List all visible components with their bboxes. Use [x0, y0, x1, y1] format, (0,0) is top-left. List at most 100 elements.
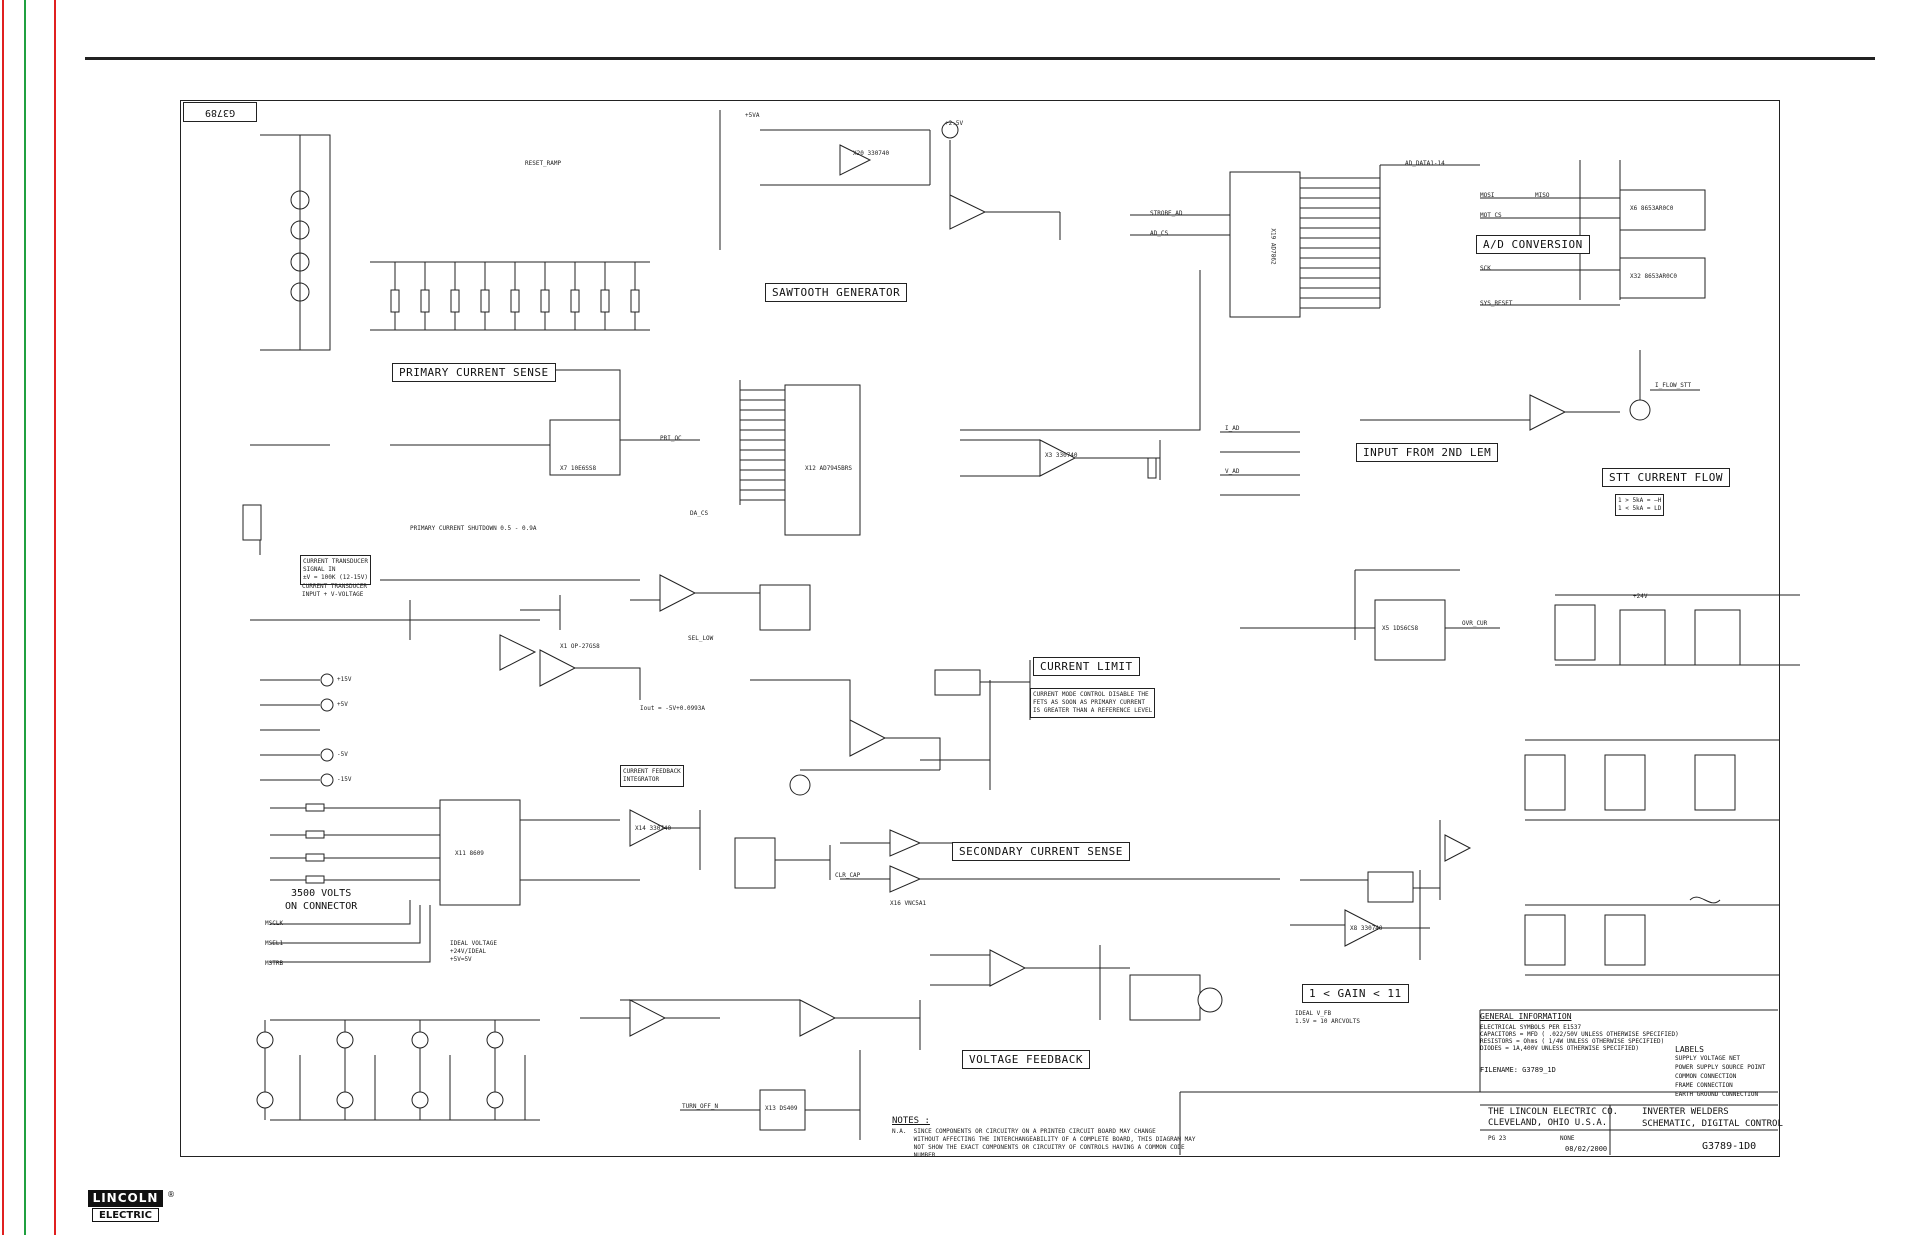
registered-mark: ®: [167, 1190, 175, 1199]
component-x8: X8 330740: [1350, 925, 1383, 932]
ref: X20: [853, 150, 864, 157]
ref: X19: [1269, 228, 1277, 240]
general-information-line-1: ELECTRICAL SYMBOLS PER E1537: [1480, 1024, 1582, 1031]
component-x11: X11 8609: [455, 850, 484, 857]
value: AD7862: [1269, 242, 1277, 265]
signal-v-ad: V_AD: [1225, 468, 1240, 475]
note-stt-scale: 1 > 5kA = —H 1 < 5kA = LD: [1615, 494, 1665, 516]
rail-15v: +15V: [337, 676, 352, 683]
value: 330740: [867, 150, 890, 157]
ref: X6: [1630, 205, 1638, 212]
rail-5va: +5VA: [745, 112, 760, 119]
logo-line-1: LINCOLN: [88, 1190, 163, 1207]
value: VNC5A1: [904, 900, 927, 907]
block-sawtooth-generator: SAWTOOTH GENERATOR: [765, 283, 908, 302]
value: OP-27GS8: [570, 643, 600, 650]
legend-item-supply-voltage: SUPPLY VOLTAGE NET: [1675, 1055, 1741, 1062]
signal-sck: SCK: [1480, 265, 1491, 272]
signal-turn-off-n: TURN_OFF_N: [682, 1103, 719, 1110]
company-name: THE LINCOLN ELECTRIC CO.: [1488, 1107, 1619, 1117]
value: DS409: [779, 1105, 798, 1112]
note-current-transducer-2: CURRENT TRANSDUCER INPUT + V-VOLTAGE: [302, 583, 368, 598]
drawing-number: G3789-1D0: [1702, 1141, 1757, 1152]
title-block: THE LINCOLN ELECTRIC CO. CLEVELAND, OHIO…: [1480, 1093, 1783, 1155]
filename: FILENAME: G3789_1D: [1480, 1066, 1556, 1074]
signal-msclk: MSCLK: [265, 920, 284, 927]
block-ad-conversion: A/D CONVERSION: [1476, 235, 1590, 254]
note-current-transducer-1: CURRENT TRANSDUCER SIGNAL IN ±V = 100K (…: [300, 555, 372, 585]
equip-type: INVERTER WELDERS: [1642, 1107, 1729, 1117]
value: 330740: [649, 825, 672, 832]
ref: X7: [560, 465, 568, 472]
ref: X32: [1630, 273, 1641, 280]
schematic-sheet: [180, 100, 1780, 1157]
legend-item-frame: FRAME CONNECTION: [1675, 1082, 1733, 1089]
sheet-number: PG 23: [1488, 1135, 1507, 1142]
component-x16: X16 VNC5A1: [890, 900, 926, 907]
left-red-margin-line-2: [54, 0, 56, 1235]
subject: SCHEMATIC, DIGITAL CONTROL: [1642, 1119, 1783, 1129]
note-ideal-vfb: IDEAL V_FB 1.5V = 10 ARCVOLTS: [1295, 1010, 1361, 1025]
signal-mosi: MOSI: [1480, 192, 1495, 199]
legend-item-common: COMMON CONNECTION: [1675, 1073, 1737, 1080]
block-primary-current-sense: PRIMARY CURRENT SENSE: [392, 363, 556, 382]
signal-i-flow-stt: I_FLOW_STT: [1655, 382, 1692, 389]
rail-neg15v: -15V: [337, 776, 352, 783]
value: AD7945BRS: [819, 465, 852, 472]
component-x6: X6 8653AR0C0: [1630, 205, 1673, 212]
component-x13: X13 DS409: [765, 1105, 798, 1112]
value: 10E6SS8: [570, 465, 597, 472]
left-green-margin-line: [24, 0, 26, 1235]
block-stt-current-flow: STT CURRENT FLOW: [1602, 468, 1730, 487]
rail-24v: +24V: [1633, 593, 1648, 600]
legend-item-power-supply: POWER SUPPLY SOURCE POINT: [1675, 1064, 1766, 1071]
signal-pri-oc: PRI_OC: [660, 435, 682, 442]
signal-miso: MISO: [1535, 192, 1550, 199]
rail-5v: +5V: [337, 701, 348, 708]
label-3500-volts: 3500 VOLTS ON CONNECTOR: [285, 888, 358, 912]
block-gain-range: 1 < GAIN < 11: [1302, 984, 1409, 1003]
signal-sys-reset: SYS_RESET: [1480, 300, 1513, 307]
value: 330740: [1360, 925, 1383, 932]
legend-item-earth: EARTH GROUND CONNECTION: [1675, 1091, 1759, 1098]
lincoln-electric-logo: LINCOLN ELECTRIC: [88, 1190, 163, 1224]
rail-2-5v: +2.5V: [945, 120, 964, 127]
general-information-line-4: DIODES = 1A,400V UNLESS OTHERWISE SPECIF…: [1480, 1045, 1639, 1052]
signal-ad-cs: AD_CS: [1150, 230, 1169, 237]
block-current-limit: CURRENT LIMIT: [1033, 657, 1140, 676]
left-red-margin-line: [2, 0, 4, 1235]
signal-primary-shutdown: PRIMARY CURRENT SHUTDOWN 0.5 - 0.9A: [410, 525, 537, 532]
ref: X12: [805, 465, 816, 472]
component-x14: X14 330740: [635, 825, 671, 832]
component-x19: X19 AD7862: [1270, 228, 1277, 264]
date: 08/02/2000: [1565, 1145, 1608, 1153]
value: 8653AR0C0: [1640, 205, 1674, 212]
value: 8609: [469, 850, 484, 857]
component-x3: X3 330740: [1045, 452, 1078, 459]
block-secondary-current-sense: SECONDARY CURRENT SENSE: [952, 842, 1130, 861]
ref: X16: [890, 900, 901, 907]
component-x20: X20 330740: [853, 150, 889, 157]
block-voltage-feedback: VOLTAGE FEEDBACK: [962, 1050, 1090, 1069]
signal-mot-cs: MOT_CS: [1480, 212, 1502, 219]
general-information-line-2: CAPACITORS = MFD ( .022/50V UNLESS OTHER…: [1480, 1031, 1679, 1038]
header-rule: [85, 57, 1875, 60]
scale: NONE: [1560, 1135, 1575, 1142]
signal-ad-data: AD_DATA1-14: [1405, 160, 1445, 167]
general-information-line-3: RESISTORS = Ohms ( 1/4W UNLESS OTHERWISE…: [1480, 1038, 1665, 1045]
signal-i-ad: I_AD: [1225, 425, 1240, 432]
signal-da-cs: DA_CS: [690, 510, 709, 517]
value: 330740: [1055, 452, 1078, 459]
block-input-from-2nd-lem: INPUT FROM 2ND LEM: [1356, 443, 1499, 462]
general-information-title: GENERAL INFORMATION: [1480, 1012, 1572, 1021]
component-x5: X5 1DS6CS8: [1382, 625, 1418, 632]
labels-legend-title: LABELS: [1675, 1045, 1704, 1054]
note-current-feedback-integrator: CURRENT FEEDBACK INTEGRATOR: [620, 765, 684, 787]
ref: X14: [635, 825, 646, 832]
ref: X11: [455, 850, 466, 857]
component-x12: X12 AD7945BRS: [805, 465, 852, 472]
component-x1: X1 OP-27GS8: [560, 643, 600, 650]
note-ideal-voltage: IDEAL VOLTAGE +24V/IDEAL +5V=5V: [450, 940, 497, 963]
signal-reset-ramp: RESET_RAMP: [525, 160, 562, 167]
